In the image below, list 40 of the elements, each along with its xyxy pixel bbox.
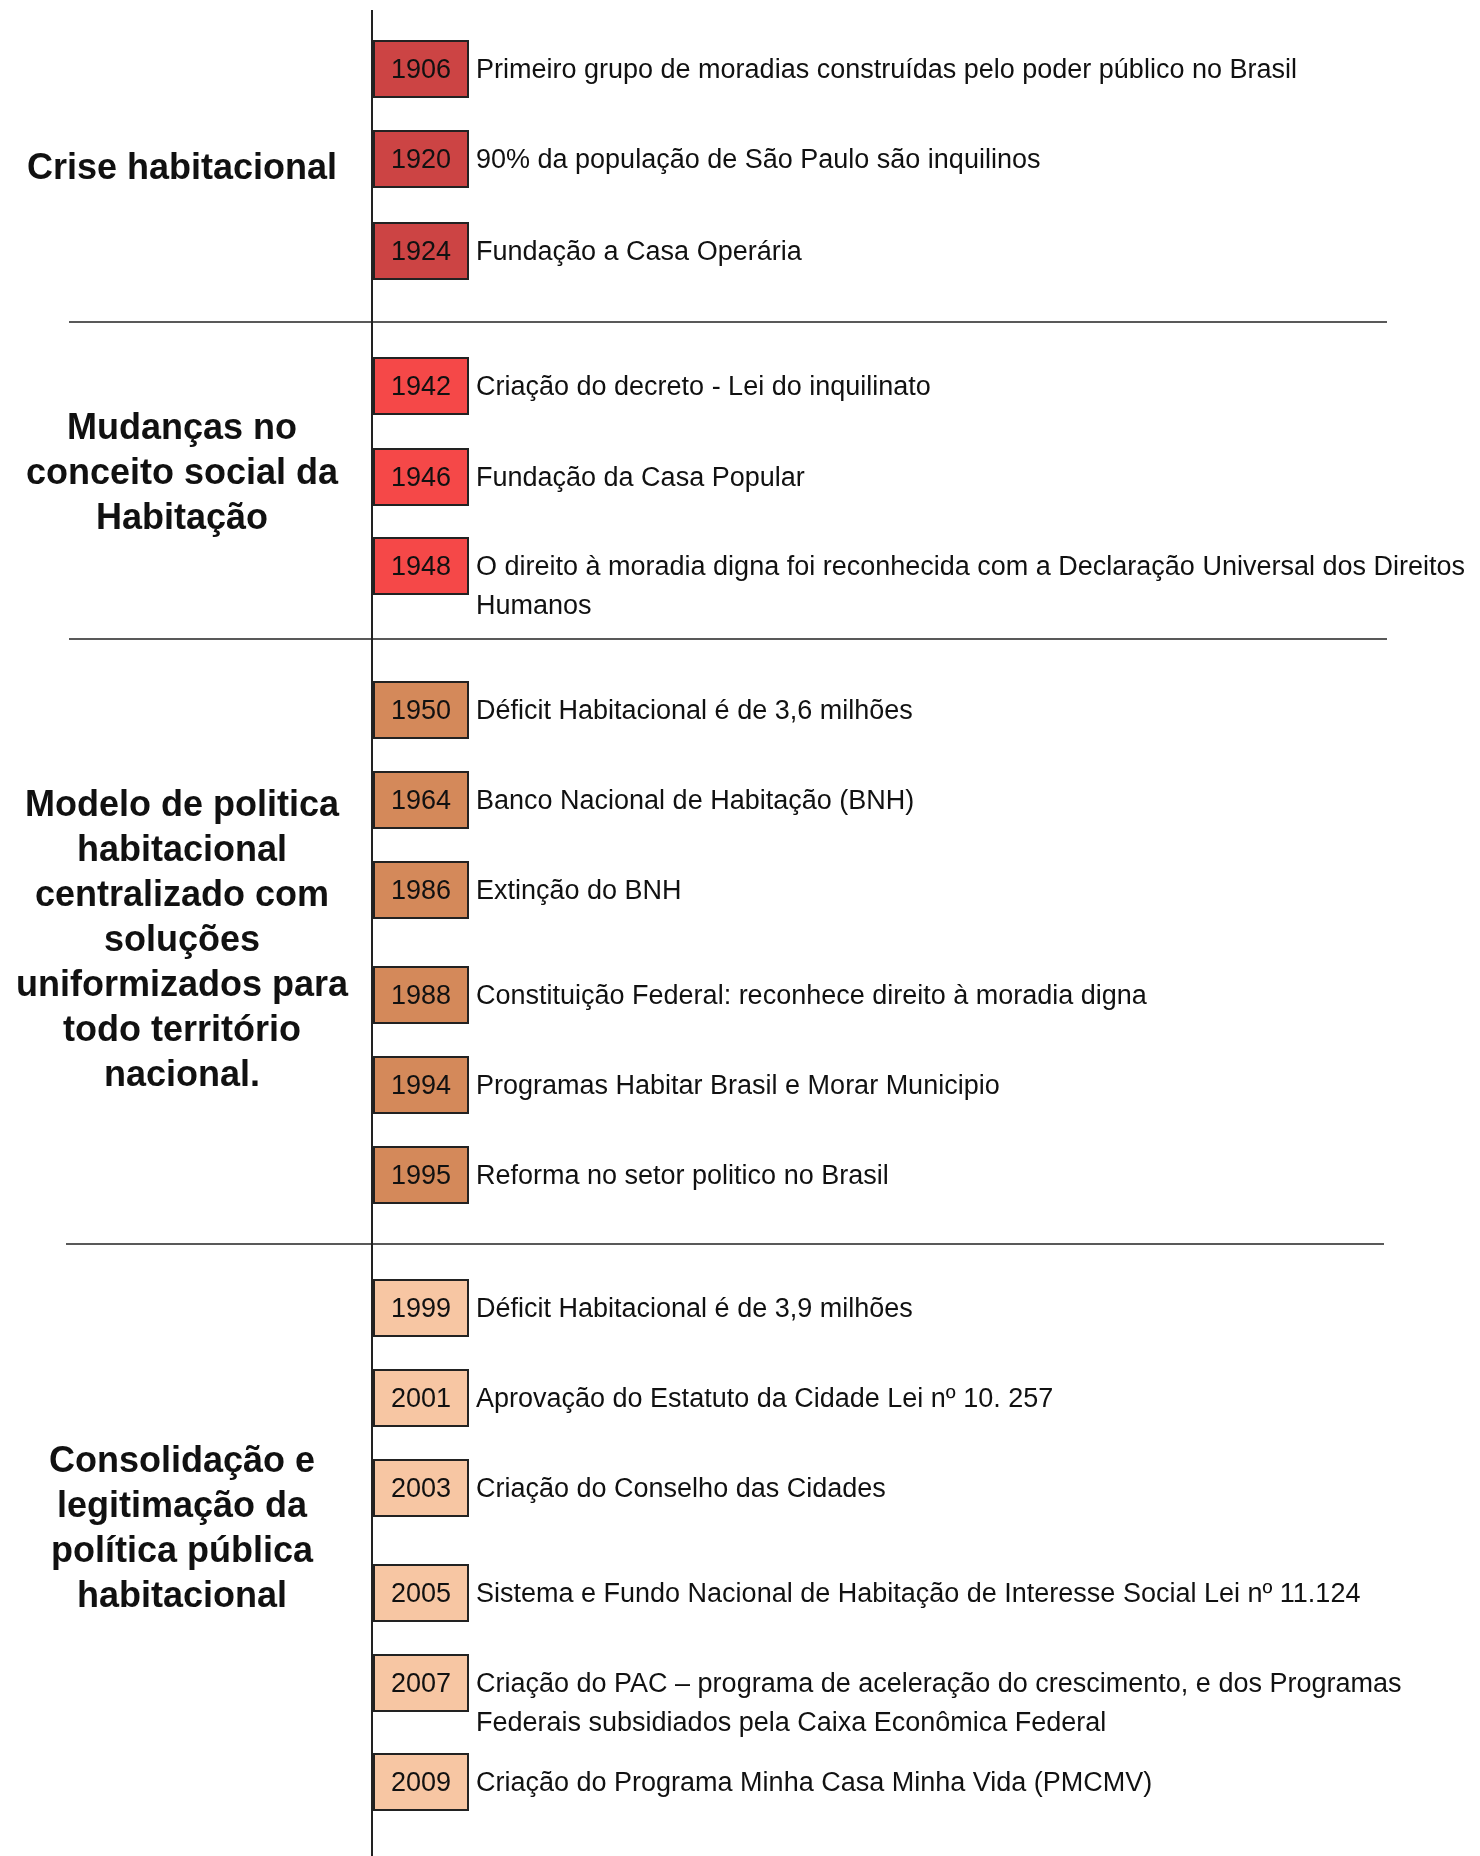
event-description: Criação do Conselho das Cidades	[476, 1472, 887, 1505]
year-box: 1988	[373, 966, 469, 1024]
year-box: 1946	[373, 448, 469, 506]
event-description: Déficit Habitacional é de 3,6 milhões	[476, 694, 914, 727]
period-heading: Consolidação e legitimação da política pública habitacional	[47, 1438, 317, 1617]
event-description: 90% da população de São Paulo são inquilinos	[476, 143, 1042, 176]
event-description: Primeiro grupo de moradias construídas pelo poder público no Brasil	[476, 53, 1298, 86]
period-heading: Crise habitacional	[25, 144, 339, 189]
year-box: 1999	[373, 1279, 469, 1337]
year-box: 2005	[373, 1564, 469, 1622]
year-box: 2003	[373, 1459, 469, 1517]
event-description: Reforma no setor politico no Brasil	[476, 1159, 890, 1192]
year-box: 1994	[373, 1056, 469, 1114]
period-heading: Mudanças no conceito social da Habitação	[24, 404, 340, 539]
event-description: Fundação a Casa Operária	[476, 235, 803, 268]
event-description: Aprovação do Estatuto da Cidade Lei nº 10. 257	[476, 1382, 1055, 1415]
year-box: 2009	[373, 1753, 469, 1811]
year-box: 1950	[373, 681, 469, 739]
event-description: Criação do PAC – programa de aceleração do crescimento, e dos Programas Federais subsidiados pela Caixa Econômica Federal	[476, 1667, 1403, 1739]
year-box: 1995	[373, 1146, 469, 1204]
event-description: Banco Nacional de Habitação (BNH)	[476, 784, 916, 817]
year-box: 2001	[373, 1369, 469, 1427]
event-description: Programas Habitar Brasil e Morar Municipio	[476, 1069, 1001, 1102]
event-description: Criação do Programa Minha Casa Minha Vida (PMCMV)	[476, 1766, 1154, 1799]
year-box: 1924	[373, 222, 469, 280]
event-description: O direito à moradia digna foi reconhecida com a Declaração Universal dos Direitos Humanos	[476, 550, 1466, 622]
event-description: Déficit Habitacional é de 3,9 milhões	[476, 1292, 914, 1325]
year-box: 1906	[373, 40, 469, 98]
period-heading: Modelo de politica habitacional centralizado com soluções uniformizados para todo território nacional.	[14, 781, 350, 1096]
event-description: Criação do decreto - Lei do inquilinato	[476, 370, 932, 403]
event-description: Constituição Federal: reconhece direito à moradia digna	[476, 979, 1148, 1012]
year-box: 1948	[373, 537, 469, 595]
year-box: 1920	[373, 130, 469, 188]
year-box: 2007	[373, 1654, 469, 1712]
event-description: Sistema e Fundo Nacional de Habitação de Interesse Social Lei nº 11.124	[476, 1577, 1362, 1610]
event-description: Extinção do BNH	[476, 874, 683, 907]
year-box: 1964	[373, 771, 469, 829]
year-box: 1986	[373, 861, 469, 919]
year-box: 1942	[373, 357, 469, 415]
event-description: Fundação da Casa Popular	[476, 461, 806, 494]
